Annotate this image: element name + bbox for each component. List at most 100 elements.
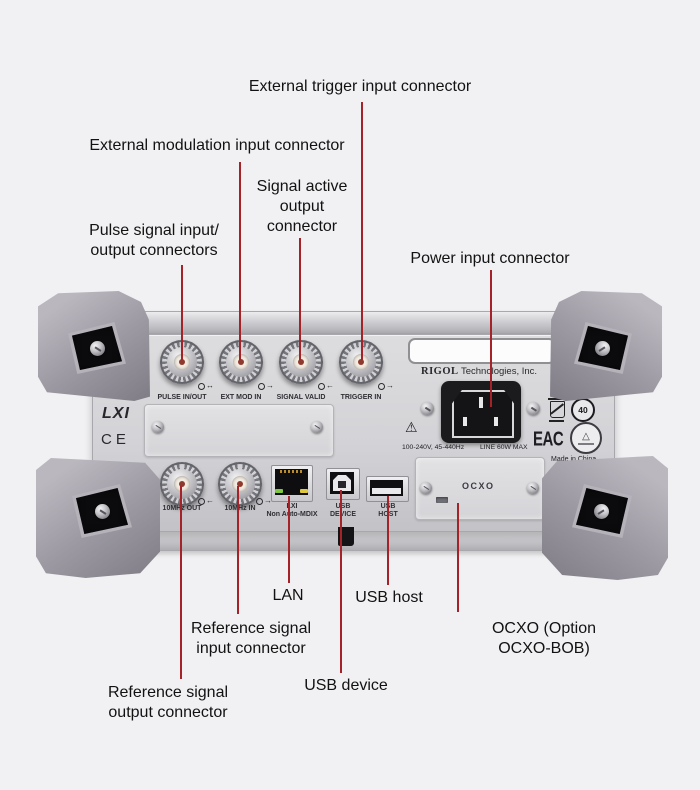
bnc-10mhz-out — [160, 462, 204, 506]
power-pin-right — [494, 417, 498, 426]
callout-ocxo: OCXO (Option OCXO-BOB) — [491, 620, 597, 657]
circle-glyph — [256, 497, 263, 505]
arrow-glyph: ← — [206, 496, 214, 505]
callout-line-pulse — [181, 265, 183, 360]
callout-line-usb-host — [387, 496, 389, 585]
ocxo-screw-right — [527, 482, 539, 494]
callout-ext-mod: External modulation input connector — [89, 137, 345, 154]
blank-label-plate — [408, 338, 556, 364]
bnc-pin — [179, 481, 185, 487]
brand-rigol: RIGOL — [421, 366, 459, 377]
circle-glyph — [198, 497, 205, 505]
bumper-screw — [594, 504, 609, 519]
power-inlet-face — [452, 390, 514, 438]
top-handle-bar — [104, 311, 603, 334]
eac-logo: EAC — [533, 428, 564, 451]
bnc-pin — [238, 359, 244, 365]
bnc-pin — [358, 359, 364, 365]
callout-line-signal-valid — [299, 238, 301, 360]
circle-glyph — [318, 382, 325, 390]
arrow-glyph: → — [264, 496, 272, 505]
callout-trigger: External trigger input connector — [248, 78, 472, 95]
bottom-notch — [338, 527, 354, 546]
bumper-top-left — [38, 291, 150, 401]
plate-screw-right — [311, 421, 323, 433]
callout-line-lan — [288, 496, 290, 583]
label-lan-lxi: LXI Non Auto-MDIX — [266, 503, 318, 518]
lxi-logo: LXI — [102, 405, 130, 422]
usb-host-tongue — [372, 488, 401, 494]
made-in-china-text: Made in China — [551, 456, 597, 463]
ocxo-slot — [436, 497, 448, 503]
weee-bin-icon — [548, 398, 565, 418]
usb-device-contact — [338, 481, 346, 488]
bumper-screw — [95, 504, 110, 519]
lan-port — [271, 465, 313, 502]
bnc-pin — [237, 481, 243, 487]
callout-pulse: Pulse signal input/ output connectors — [89, 222, 219, 259]
efup-40-icon: 40 — [571, 398, 595, 422]
arrow-glyph: → — [386, 381, 394, 390]
arrow-glyph: ← — [326, 381, 334, 390]
circle-glyph — [378, 382, 385, 390]
label-ext-mod-in: EXT MOD IN — [220, 394, 262, 401]
callout-line-ocxo — [457, 503, 459, 612]
power-pin-ground — [479, 397, 483, 408]
direction-icon-pulse: ↔ — [198, 382, 214, 390]
bnc-10mhz-in — [218, 462, 262, 506]
direction-icon-10mhz-out: ← — [198, 497, 214, 505]
plate-screw-left — [152, 421, 164, 433]
power-inlet — [441, 381, 521, 443]
callout-ref-out: Reference signal output connector — [107, 684, 229, 721]
usb-device-port — [326, 468, 360, 500]
inlet-screw-left — [421, 402, 434, 415]
arrow-glyph: ↔ — [206, 381, 214, 390]
callout-line-power — [490, 270, 492, 407]
callout-line-trigger — [361, 102, 363, 360]
callout-line-10mhz-in — [237, 486, 239, 614]
callout-lan: LAN — [272, 587, 304, 604]
ocxo-plate — [415, 457, 545, 520]
direction-icon-ext-mod: → — [258, 382, 274, 390]
cert-triangle: △ — [582, 430, 590, 442]
warning-triangle-icon: ⚠ — [405, 419, 418, 435]
bnc-ext-mod-in — [219, 340, 263, 384]
ocxo-plate-text: OCXO — [462, 481, 495, 491]
bnc-pin — [298, 359, 304, 365]
ce-mark: CE — [101, 431, 130, 448]
callout-line-ext-mod — [239, 162, 241, 360]
bumper-bottom-right — [542, 456, 668, 580]
arrow-glyph: → — [266, 381, 274, 390]
power-line-text: LINE 60W MAX — [480, 444, 528, 451]
label-signal-valid: SIGNAL VALID — [276, 394, 326, 401]
circle-glyph — [258, 382, 265, 390]
center-blank-plate — [144, 404, 334, 457]
bumper-screw — [595, 341, 610, 356]
cert-small-text — [578, 442, 594, 445]
callout-ref-in: Reference signal input connector — [190, 620, 312, 657]
bumper-bottom-left — [36, 458, 160, 578]
efup-number: 40 — [578, 405, 588, 415]
bnc-pin — [179, 359, 185, 365]
callout-usb-host: USB host — [355, 589, 423, 606]
callout-line-usb-device — [340, 490, 342, 673]
label-10mhz-out: 10MHz OUT — [162, 505, 202, 512]
power-pin-left — [463, 417, 467, 426]
ocxo-screw-left — [420, 482, 432, 494]
callout-line-10mhz-out — [180, 486, 182, 679]
lan-led-green — [275, 489, 283, 493]
bumper-screw — [90, 341, 105, 356]
label-10mhz-in: 10MHz IN — [224, 505, 256, 512]
brand-line: RIGOL Technologies, Inc. — [421, 366, 581, 377]
callout-usb-device: USB device — [304, 677, 388, 694]
direction-icon-10mhz-in: → — [256, 497, 272, 505]
callout-power: Power input connector — [410, 250, 570, 267]
cert-mark-icon: △ — [570, 422, 602, 454]
weee-bin-underline — [549, 420, 564, 422]
brand-rest: Technologies, Inc. — [460, 366, 538, 377]
inlet-screw-right — [527, 402, 540, 415]
circle-glyph — [198, 382, 205, 390]
bnc-signal-valid — [279, 340, 323, 384]
lan-led-yellow — [300, 489, 308, 493]
